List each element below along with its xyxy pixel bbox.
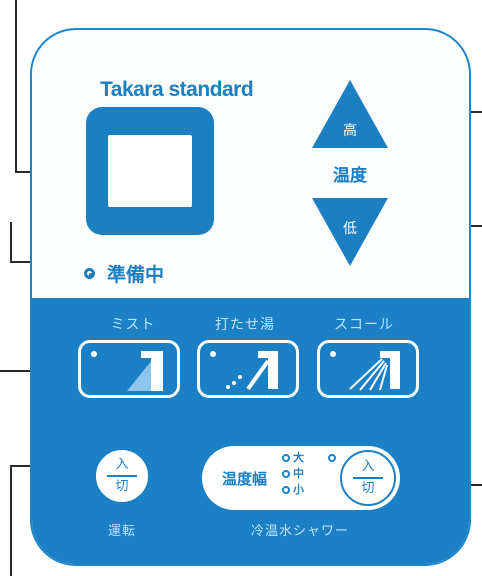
mode-dot-icon (330, 351, 336, 357)
temp-down-label: 低 (343, 221, 357, 237)
level-medium: 中 (282, 468, 304, 480)
level-medium-icon (282, 470, 290, 478)
mode-dot-icon (210, 351, 216, 357)
mode-label-squall: スコール (334, 317, 394, 333)
mode-label-mist: ミスト (110, 317, 156, 333)
mode-dot-icon (91, 351, 97, 357)
temperature-display (86, 107, 214, 235)
brand-logo: Takara standard (100, 78, 254, 101)
display-screen (108, 135, 192, 207)
divider (107, 475, 137, 477)
power-caption: 運転 (107, 524, 136, 539)
shower-on-label: 入 (361, 459, 375, 474)
leader-line-power (10, 465, 12, 576)
leader-line-display (15, 0, 17, 172)
leader-line-status (10, 222, 12, 262)
temp-width-label: 温度幅 (222, 470, 268, 488)
led-indicator-icon (84, 268, 95, 279)
temp-up-button[interactable] (312, 80, 388, 148)
temperature-title: 温度 (333, 166, 367, 186)
status-indicator: 準備中 (84, 260, 164, 287)
level-small: 小 (282, 484, 304, 496)
power-off-label: 切 (115, 479, 129, 494)
shower-caption: 冷温水シャワー (250, 524, 349, 539)
squall-shower-icon (349, 351, 400, 391)
shower-temp-width-group: 温度幅 大 中 小 入 切 (202, 446, 400, 510)
mode-label-cascade: 打たせ湯 (215, 317, 275, 333)
ready-label: 準備中 (107, 264, 165, 286)
power-button[interactable]: 入 切 (94, 448, 150, 504)
temp-down-button[interactable] (312, 198, 388, 266)
level-small-icon (282, 486, 290, 494)
mist-mode-button[interactable] (78, 340, 180, 398)
shower-status-icon (328, 454, 336, 462)
temp-up-label: 高 (343, 123, 357, 139)
shower-off-label: 切 (361, 481, 375, 496)
control-panel: Takara standard 準備中 高 温度 低 ミスト 打たせ湯 スコール (30, 28, 471, 566)
mist-shower-icon (127, 351, 163, 391)
shower-control-area: ミスト 打たせ湯 スコール (32, 298, 469, 564)
power-on-label: 入 (115, 457, 129, 472)
squall-mode-button[interactable] (317, 340, 419, 398)
level-large: 大 (282, 452, 304, 464)
divider (353, 477, 383, 479)
cascade-shower-icon (226, 351, 278, 391)
cascade-mode-button[interactable] (197, 340, 299, 398)
shower-power-button[interactable]: 入 切 (340, 450, 396, 506)
level-large-icon (282, 454, 290, 462)
